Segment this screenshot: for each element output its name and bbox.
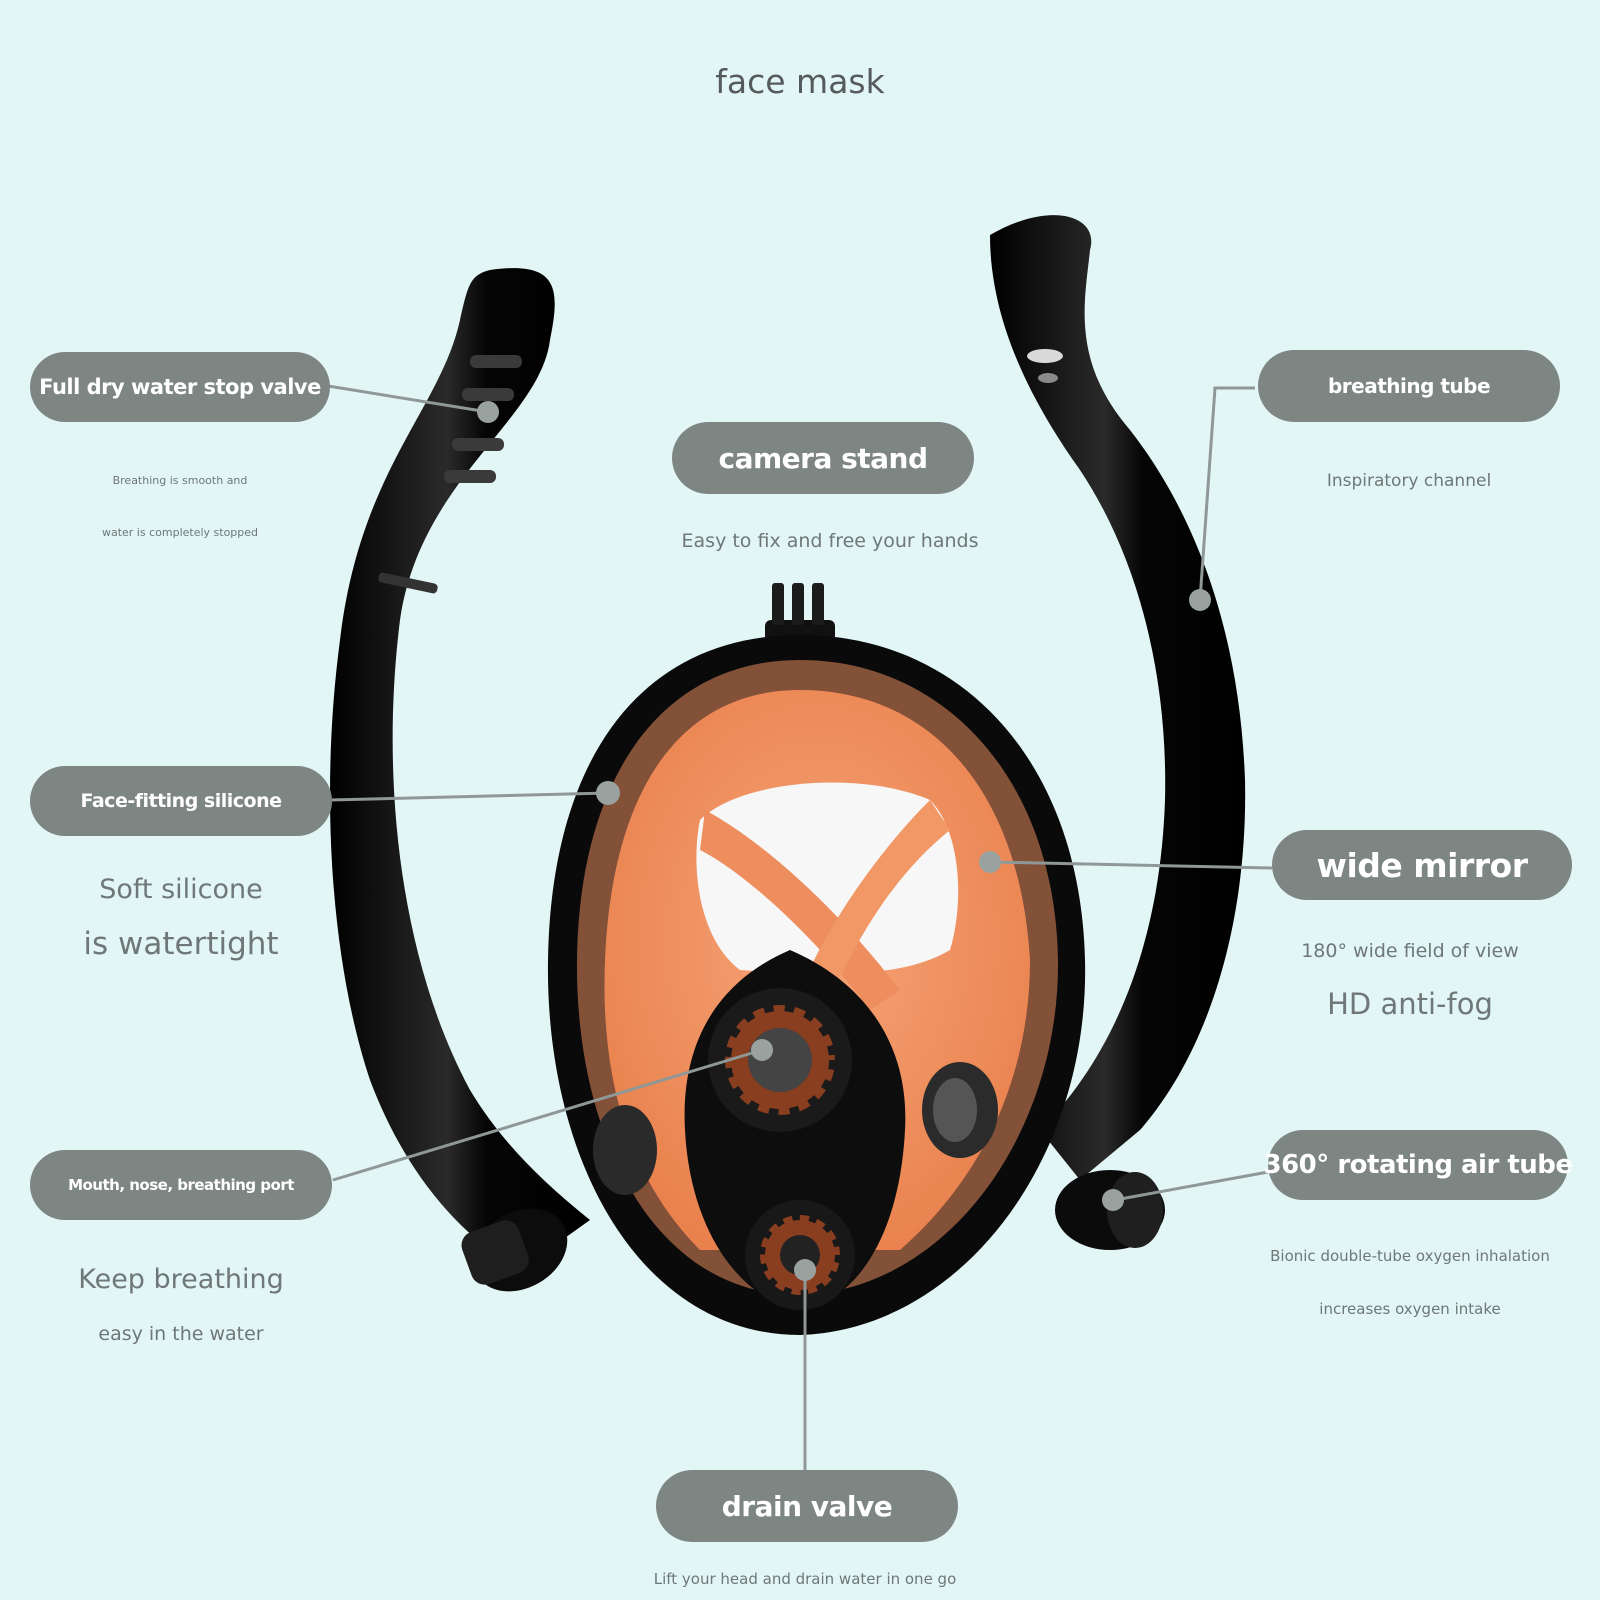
leader-valve-dot	[477, 401, 499, 423]
lower-valve-ribs	[755, 1210, 845, 1300]
leader-mirror-dot	[979, 851, 1001, 873]
left-valve-slot-1	[470, 355, 522, 368]
note-breathing-tube-1: Inspiratory channel	[1326, 471, 1492, 491]
left-swivel-knob	[461, 1220, 529, 1285]
callout-water-stop-valve: Full dry water stop valve	[30, 352, 330, 422]
callout-breathing-tube: breathing tube	[1258, 350, 1560, 422]
camera-mount-fin-1	[772, 583, 784, 625]
note-drain-1: Lift your head and drain water in one go	[653, 1570, 957, 1588]
note-silicone-2: is watertight	[83, 926, 279, 962]
note-rotating-2: increases oxygen intake	[1319, 1300, 1501, 1318]
leader-valve	[327, 384, 489, 414]
camera-mount-fin-3	[812, 583, 824, 625]
left-valve-slot-4	[444, 470, 496, 483]
callout-wide-mirror: wide mirror	[1272, 830, 1572, 900]
leader-rotating-dot	[1102, 1189, 1124, 1211]
callout-camera-stand: camera stand	[672, 422, 974, 494]
left-tube-ring	[378, 572, 438, 594]
note-rotating-1: Bionic double-tube oxygen inhalation	[1270, 1247, 1550, 1265]
right-snorkel-tube	[990, 215, 1246, 1180]
view-window	[696, 782, 959, 974]
page-title: face mask	[715, 62, 885, 101]
note-valve-2: water is completely stopped	[101, 526, 259, 539]
note-port-2: easy in the water	[98, 1323, 264, 1345]
leader-mirror	[989, 860, 1273, 870]
right-tube-opening	[1027, 349, 1063, 363]
left-valve-slot-3	[452, 438, 504, 451]
leader-silicone	[329, 791, 609, 802]
right-side-port-glass	[933, 1078, 977, 1142]
note-mirror-1: 180° wide field of view	[1301, 940, 1519, 962]
leader-breathing-tube	[1198, 386, 1255, 601]
leader-port-dot	[751, 1039, 773, 1061]
left-valve-slot-2	[462, 388, 514, 401]
inner-strap-a	[700, 810, 900, 1010]
leader-drain-dot	[794, 1259, 816, 1281]
leader-rotating	[1114, 1170, 1269, 1202]
right-swivel-knob	[1107, 1172, 1163, 1248]
right-tube-highlight	[1038, 373, 1058, 383]
camera-mount-fin-2	[792, 583, 804, 625]
callout-face-silicone: Face-fitting silicone	[30, 766, 332, 836]
note-camera-1: Easy to fix and free your hands	[681, 530, 979, 552]
note-mirror-2: HD anti-fog	[1327, 987, 1493, 1021]
upper-valve-ribs	[719, 999, 841, 1121]
callout-drain-valve: drain valve	[656, 1470, 958, 1542]
leader-breathing-tube-dot	[1189, 589, 1211, 611]
note-silicone-1: Soft silicone	[99, 874, 263, 905]
inner-strap-b	[800, 800, 950, 1000]
left-snorkel-tube	[330, 268, 590, 1270]
leader-silicone-dot	[596, 781, 620, 805]
callout-breathing-port: Mouth, nose, breathing port	[30, 1150, 332, 1220]
note-valve-1: Breathing is smooth and	[112, 474, 248, 487]
left-side-port	[593, 1105, 657, 1195]
note-port-1: Keep breathing	[78, 1264, 284, 1295]
leader-port	[332, 1048, 763, 1182]
callout-rotating-air-tube: 360° rotating air tube	[1264, 1130, 1573, 1200]
